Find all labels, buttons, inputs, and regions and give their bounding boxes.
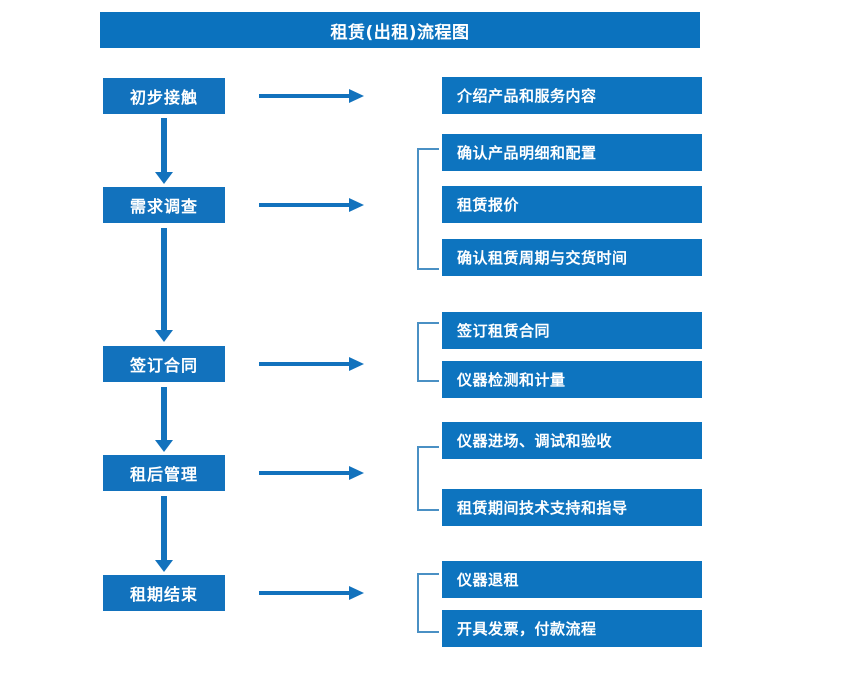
vertical-arrow-4 <box>155 496 173 572</box>
arrow-shaft <box>259 362 351 366</box>
horizontal-arrow-2 <box>259 198 364 212</box>
arrow-shaft <box>161 228 167 331</box>
arrow-head <box>349 586 364 600</box>
bracket-stub-bottom <box>417 268 439 270</box>
group-bracket-post-lease <box>417 446 441 511</box>
detail-box-invoice-payment[interactable]: 开具发票，付款流程 <box>442 610 702 647</box>
group-bracket-lease-end <box>417 573 441 633</box>
bracket-spine <box>417 573 419 633</box>
detail-box-confirm-product-details[interactable]: 确认产品明细和配置 <box>442 134 702 171</box>
arrow-shaft <box>161 496 167 561</box>
detail-box-sign-lease-contract[interactable]: 签订租赁合同 <box>442 312 702 349</box>
vertical-arrow-3 <box>155 387 173 452</box>
bracket-spine <box>417 446 419 511</box>
stage-box-post-lease-management[interactable]: 租后管理 <box>103 455 225 491</box>
arrow-head <box>155 172 173 184</box>
arrow-head <box>349 357 364 371</box>
detail-box-technical-support[interactable]: 租赁期间技术支持和指导 <box>442 489 702 526</box>
horizontal-arrow-5 <box>259 586 364 600</box>
stage-box-sign-contract[interactable]: 签订合同 <box>103 346 225 382</box>
arrow-shaft <box>259 591 351 595</box>
stage-box-needs-survey[interactable]: 需求调查 <box>103 187 225 223</box>
bracket-stub-bottom <box>417 631 439 633</box>
arrow-head <box>155 560 173 572</box>
bracket-stub-bottom <box>417 509 439 511</box>
bracket-spine <box>417 148 419 270</box>
detail-box-lease-quotation[interactable]: 租赁报价 <box>442 186 702 223</box>
arrow-shaft <box>259 203 351 207</box>
stage-box-lease-end[interactable]: 租期结束 <box>103 575 225 611</box>
arrow-head <box>155 330 173 342</box>
horizontal-arrow-4 <box>259 466 364 480</box>
flowchart-title: 租赁(出租)流程图 <box>100 12 700 48</box>
stage-box-initial-contact[interactable]: 初步接触 <box>103 78 225 114</box>
detail-box-introduce-products[interactable]: 介绍产品和服务内容 <box>442 77 702 114</box>
vertical-arrow-2 <box>155 228 173 342</box>
bracket-stub-top <box>417 446 439 448</box>
horizontal-arrow-1 <box>259 89 364 103</box>
detail-box-return-instrument[interactable]: 仪器退租 <box>442 561 702 598</box>
bracket-spine <box>417 322 419 382</box>
arrow-shaft <box>161 118 167 173</box>
detail-box-instrument-onsite[interactable]: 仪器进场、调试和验收 <box>442 422 702 459</box>
arrow-head <box>349 466 364 480</box>
arrow-shaft <box>259 94 351 98</box>
group-bracket-needs-survey <box>417 148 441 270</box>
arrow-shaft <box>259 471 351 475</box>
detail-box-confirm-lease-period[interactable]: 确认租赁周期与交货时间 <box>442 239 702 276</box>
horizontal-arrow-3 <box>259 357 364 371</box>
arrow-head <box>155 440 173 452</box>
arrow-shaft <box>161 387 167 441</box>
arrow-head <box>349 89 364 103</box>
bracket-stub-top <box>417 148 439 150</box>
arrow-head <box>349 198 364 212</box>
vertical-arrow-1 <box>155 118 173 184</box>
bracket-stub-top <box>417 322 439 324</box>
bracket-stub-bottom <box>417 380 439 382</box>
bracket-stub-top <box>417 573 439 575</box>
group-bracket-sign-contract <box>417 322 441 382</box>
detail-box-instrument-inspection[interactable]: 仪器检测和计量 <box>442 361 702 398</box>
